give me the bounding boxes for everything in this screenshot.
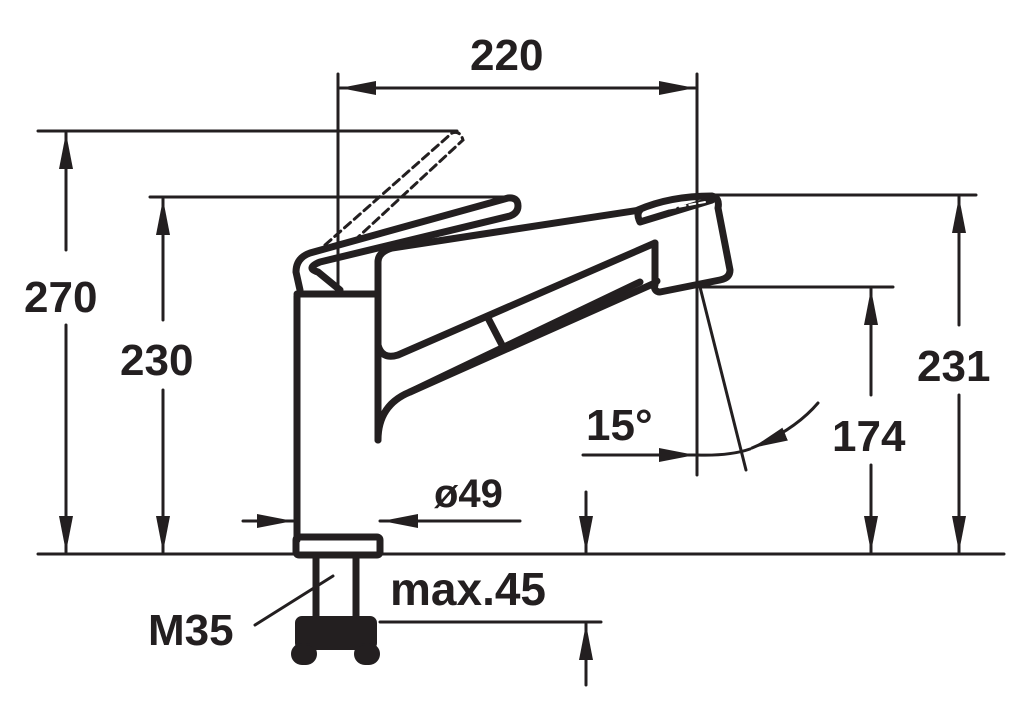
dim-outlet-height-label: 174	[832, 412, 906, 461]
dim-spray-angle-label: 15°	[586, 401, 653, 450]
dim-height-270-label: 270	[24, 273, 97, 322]
dimension-lines	[59, 81, 966, 687]
dim-reach-label: 220	[470, 31, 543, 80]
mounting-shank	[312, 552, 360, 622]
dim-base-diameter-label: ø49	[434, 472, 503, 516]
mounting-nut	[291, 616, 380, 665]
spray-head	[634, 192, 734, 296]
dim-deck-thickness-label: max.45	[390, 563, 546, 615]
dim-spray-top-label: 231	[917, 342, 990, 391]
spray-head-detail	[649, 201, 706, 213]
dim-thread-label: M35	[148, 606, 234, 655]
dim-height-230-label: 230	[120, 336, 193, 385]
spout-body	[374, 206, 659, 396]
extension-lines	[36, 72, 1006, 624]
lever-raised-outline	[323, 130, 465, 247]
lever-handle	[292, 194, 522, 294]
